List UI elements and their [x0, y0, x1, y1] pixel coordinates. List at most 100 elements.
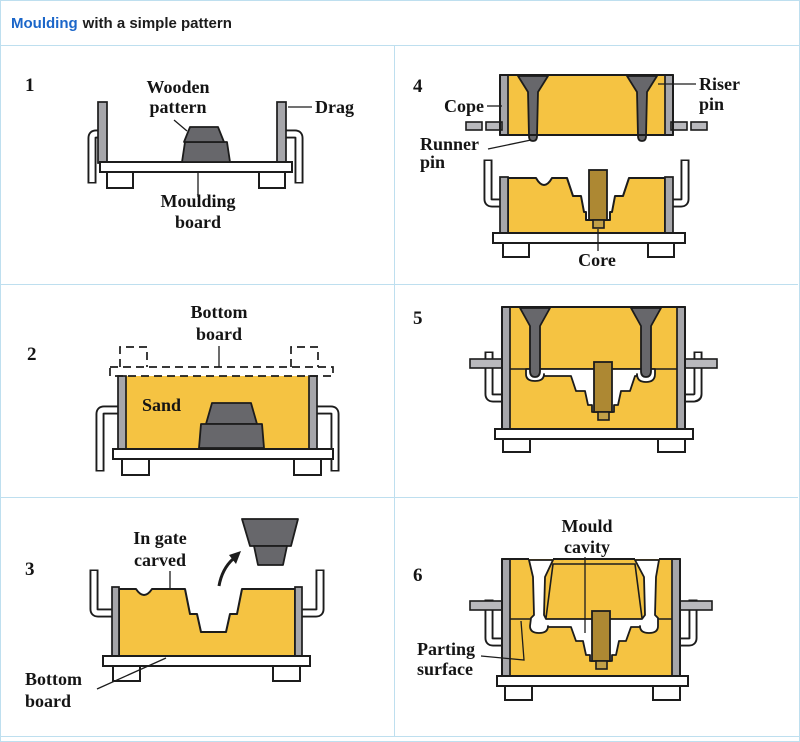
flask-wall-left [501, 306, 511, 430]
runner-pin-label-line1: Runner [420, 134, 479, 154]
panel-1: 1 [1, 46, 394, 285]
board-foot-left [112, 665, 141, 682]
drag-label: Drag [315, 97, 354, 117]
mould-cavity-shape [525, 368, 656, 413]
panel-2: 2 [1, 285, 394, 498]
parting-surface-label-line2: surface [417, 659, 473, 679]
panel-3-diagram: 3 [25, 518, 325, 711]
drag-wall-right [664, 176, 674, 234]
cope-outline [499, 74, 674, 136]
riser-pin-label-line2: pin [699, 94, 724, 114]
step-number: 4 [413, 76, 423, 97]
drag-handle-left [95, 405, 118, 472]
board-foot-right [293, 458, 322, 476]
board-foot-left [106, 171, 134, 189]
board-foot-right [258, 171, 286, 189]
drag-wall-right [276, 101, 287, 164]
drag-handle-right [673, 159, 690, 208]
drag-wall-left [117, 375, 127, 450]
riser-pin-shape [630, 307, 662, 378]
mould-cavity-label-line2: cavity [564, 537, 610, 557]
panel-grid: 1 [1, 46, 799, 736]
mould-cavity-and-channels [528, 559, 660, 662]
drag-wall-left [499, 176, 509, 234]
moulding-board-label-line1: Moulding [160, 191, 235, 211]
sand-label: Sand [142, 395, 181, 415]
cope-pin-bar-right [690, 121, 708, 131]
drag-wall-right [308, 375, 318, 450]
parting-surface-leader [480, 620, 525, 661]
core-foot [592, 219, 605, 229]
core-shape [593, 361, 613, 413]
cope-assembly [465, 74, 708, 142]
drag-sand-with-cavity [507, 177, 666, 234]
wooden-pattern-shape [181, 126, 231, 163]
board-foot-right [647, 242, 675, 258]
bottom-board-leader [96, 657, 167, 690]
runner-pin-shape [517, 75, 549, 142]
core-shape [591, 610, 611, 662]
wooden-pattern-label-line1: Wooden [146, 77, 209, 97]
drag-wall-left [111, 586, 120, 657]
bottom-board [492, 232, 686, 244]
bottom-board [496, 675, 689, 687]
step-number: 5 [413, 308, 423, 329]
runner-pin-leader [487, 139, 532, 150]
mould-cavity-label-line1: Mould [561, 516, 612, 536]
moulding-board-label-line2: board [175, 212, 221, 232]
drag-wall-left [97, 101, 108, 164]
panel-6-diagram: 6 [413, 516, 713, 701]
cope-lug-left [485, 121, 503, 131]
wooden-pattern-label-line2: pattern [150, 97, 207, 117]
riser-pin-shape [626, 75, 658, 142]
drag-wall-right [294, 586, 303, 657]
core-foot [595, 660, 608, 670]
flask-wall-right [676, 306, 686, 430]
panel-5-diagram: 5 [413, 306, 718, 453]
panel-2-diagram: 2 [27, 302, 340, 476]
title-text: with a simple pattern [82, 14, 232, 32]
step-number: 6 [413, 565, 423, 586]
drag-sand-with-cavity [118, 588, 296, 657]
core-shape [588, 169, 608, 221]
panel-3: 3 [1, 498, 394, 736]
panel-1-diagram: 1 [25, 75, 354, 232]
bottom-board [494, 428, 694, 440]
drag-handle-left [483, 159, 500, 208]
panel-4-diagram: 4 [413, 74, 740, 270]
cope-label: Cope [444, 96, 484, 116]
parting-surface-label-line1: Parting [417, 639, 475, 659]
flask-wall-right [671, 558, 681, 677]
bottom-strip [1, 736, 799, 741]
drag-handle-right [317, 405, 340, 472]
runner-pin-label-line2: pin [420, 152, 445, 172]
board-foot-left [504, 685, 533, 701]
bottom-board-label-line2: board [196, 324, 242, 344]
mould-outline [501, 558, 681, 676]
cope-print-outline [545, 563, 643, 619]
bottom-board-label-line1: Bottom [25, 669, 82, 689]
handle-right [680, 599, 698, 647]
step-number: 1 [25, 75, 35, 96]
board-foot-right [657, 438, 686, 453]
in-gate-label-line2: carved [134, 550, 186, 570]
bottom-board [102, 655, 311, 667]
panel-4: 4 [394, 46, 798, 285]
lift-arrow [217, 551, 241, 587]
core-foot [597, 411, 610, 421]
title-bar: Moulding with a simple pattern [1, 1, 799, 46]
bottom-board-label-line1: Bottom [191, 302, 248, 322]
step-number: 2 [27, 344, 37, 365]
drag-handle-right [279, 129, 304, 184]
bottom-board-label-line2: board [25, 691, 71, 711]
board-foot-left [121, 458, 150, 476]
step-number: 3 [25, 559, 35, 580]
title-link[interactable]: Moulding [11, 14, 78, 32]
riser-pin-label-line1: Riser [699, 74, 740, 94]
bottom-board-dashed-outline [109, 346, 334, 377]
in-gate-label-line1: In gate [133, 528, 187, 548]
runner-pin-shape [519, 307, 551, 378]
core-label: Core [578, 250, 616, 270]
handle-left [484, 599, 502, 647]
